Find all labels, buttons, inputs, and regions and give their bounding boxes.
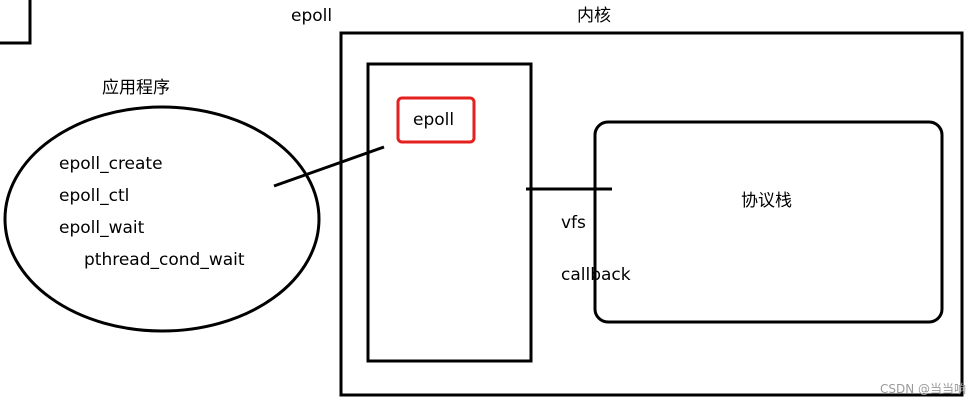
epoll-container-box <box>366 62 533 363</box>
api-call-epoll-wait: epoll_wait <box>59 218 145 238</box>
api-call-epoll-create: epoll_create <box>59 154 163 174</box>
application-label: 应用程序 <box>102 78 170 98</box>
epoll-top-label: epoll <box>291 6 333 26</box>
epoll-box-label: epoll <box>413 110 455 130</box>
epoll-highlight-box <box>396 96 476 144</box>
callback-label: callback <box>561 265 631 285</box>
watermark: CSDN @当当响 <box>879 382 966 396</box>
protocol-stack-box <box>593 120 944 324</box>
partial-box-top-left <box>0 0 32 45</box>
protocol-stack-label: 协议栈 <box>741 191 792 211</box>
kernel-box <box>339 31 964 397</box>
api-call-epoll-ctl: epoll_ctl <box>59 186 130 206</box>
api-call-pthread-cond-wait: pthread_cond_wait <box>84 250 245 270</box>
vfs-label: vfs <box>561 213 586 233</box>
kernel-label: 内核 <box>577 6 611 26</box>
app-to-epoll-line <box>273 145 385 188</box>
application-ellipse <box>3 105 321 333</box>
